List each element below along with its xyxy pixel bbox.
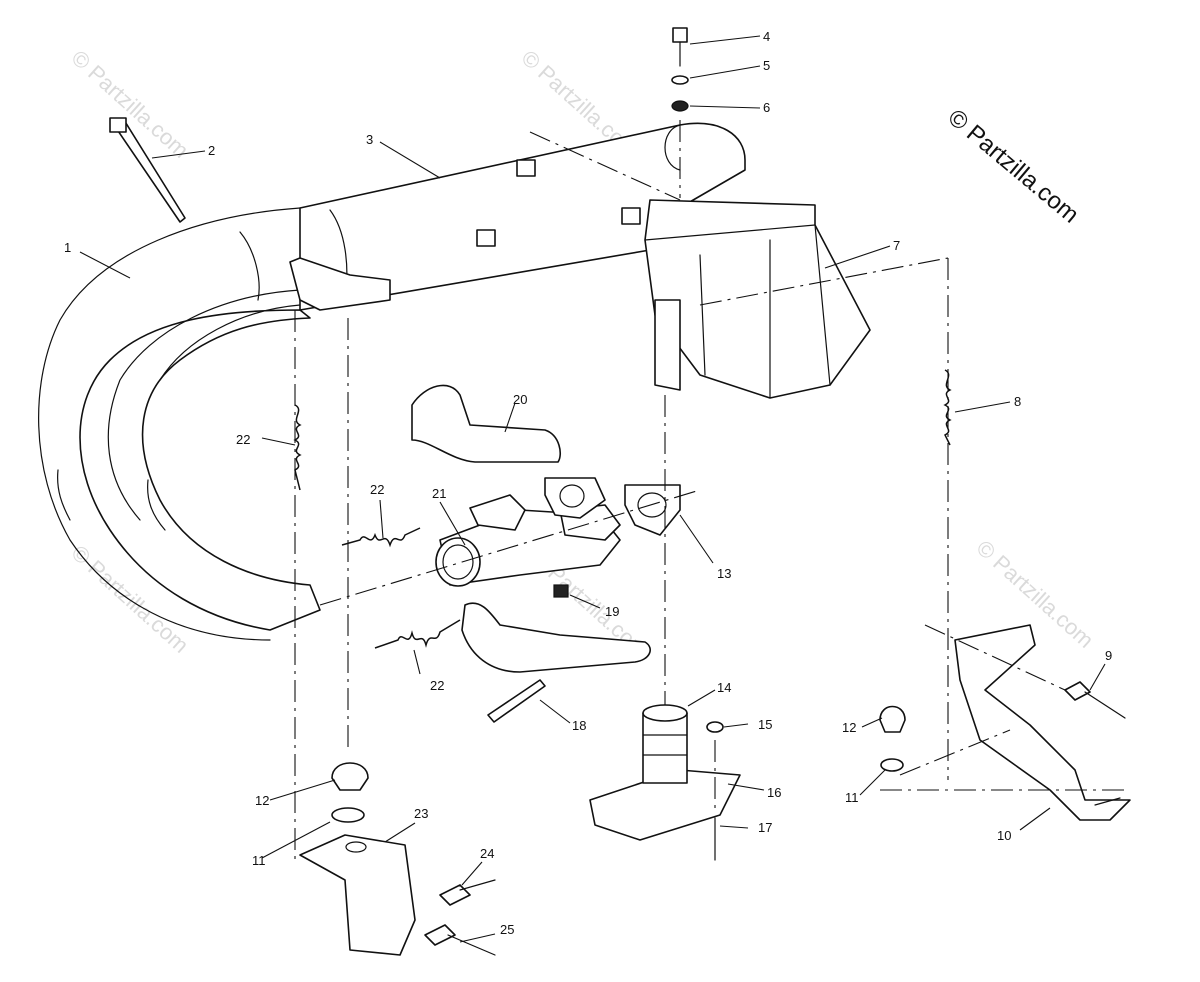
muffler-tab: [476, 229, 496, 247]
callout-18: 18: [572, 718, 586, 733]
assembly-lines: [294, 120, 1130, 860]
callout-11: 11: [252, 853, 266, 868]
bolt: [672, 27, 688, 67]
callout-22: 22: [370, 482, 384, 497]
callout-5: 5: [763, 58, 770, 73]
pin: [487, 679, 546, 723]
rubber-mount: [589, 704, 741, 841]
spring: [374, 619, 461, 649]
callout-23: 23: [414, 806, 428, 821]
fastener-25: [424, 924, 456, 946]
callout-25: 25: [500, 922, 514, 937]
callout-9: 9: [1105, 648, 1112, 663]
fastener-24: [439, 884, 471, 906]
washer-15: [706, 721, 724, 733]
callout-7: 7: [893, 238, 900, 253]
left-bracket: [299, 834, 416, 956]
callout-8: 8: [1014, 394, 1021, 409]
flange-bolt: [553, 584, 569, 598]
muffler-tab: [621, 207, 641, 225]
spring: [293, 404, 302, 491]
grommet: [331, 762, 369, 791]
gasket: [544, 477, 606, 519]
callout-15: 15: [758, 717, 772, 732]
callout-4: 4: [763, 29, 770, 44]
callout-12: 12: [842, 720, 856, 735]
callout-10: 10: [997, 828, 1011, 843]
spring: [341, 527, 421, 548]
callout-16: 16: [767, 785, 781, 800]
muffler-body: [239, 122, 746, 311]
upper-heat-cover: [411, 384, 561, 463]
callout-11: 11: [845, 790, 859, 805]
callout-1: 1: [64, 240, 71, 255]
lower-heat-cover: [461, 602, 651, 673]
callout-19: 19: [605, 604, 619, 619]
grommet: [879, 705, 906, 733]
right-bracket: [954, 624, 1131, 821]
callout-21: 21: [432, 486, 446, 501]
callout-17: 17: [758, 820, 772, 835]
callouts: 1 2 3 4 5 6 7 8 9 10 11 11 12 12 13 14 1…: [64, 29, 1112, 937]
washer-11: [880, 758, 904, 772]
heat-shield: [644, 199, 871, 399]
callout-22: 22: [236, 432, 250, 447]
gasket: [624, 484, 681, 536]
exhaust-pipe: [38, 207, 321, 641]
nut: [671, 100, 689, 112]
callout-20: 20: [513, 392, 527, 407]
muffler-bracket: [289, 257, 391, 311]
callout-13: 13: [717, 566, 731, 581]
callout-3: 3: [366, 132, 373, 147]
callout-22: 22: [430, 678, 444, 693]
leader-lines: [79, 35, 1106, 943]
muffler-tab: [516, 159, 536, 177]
callout-12: 12: [255, 793, 269, 808]
spring: [943, 369, 952, 446]
callout-24: 24: [480, 846, 494, 861]
washer: [671, 75, 689, 85]
fastener-9: [1064, 681, 1091, 701]
callout-2: 2: [208, 143, 215, 158]
washer-11: [331, 807, 365, 823]
cable-tie-head: [109, 117, 127, 133]
callout-6: 6: [763, 100, 770, 115]
callout-14: 14: [717, 680, 731, 695]
